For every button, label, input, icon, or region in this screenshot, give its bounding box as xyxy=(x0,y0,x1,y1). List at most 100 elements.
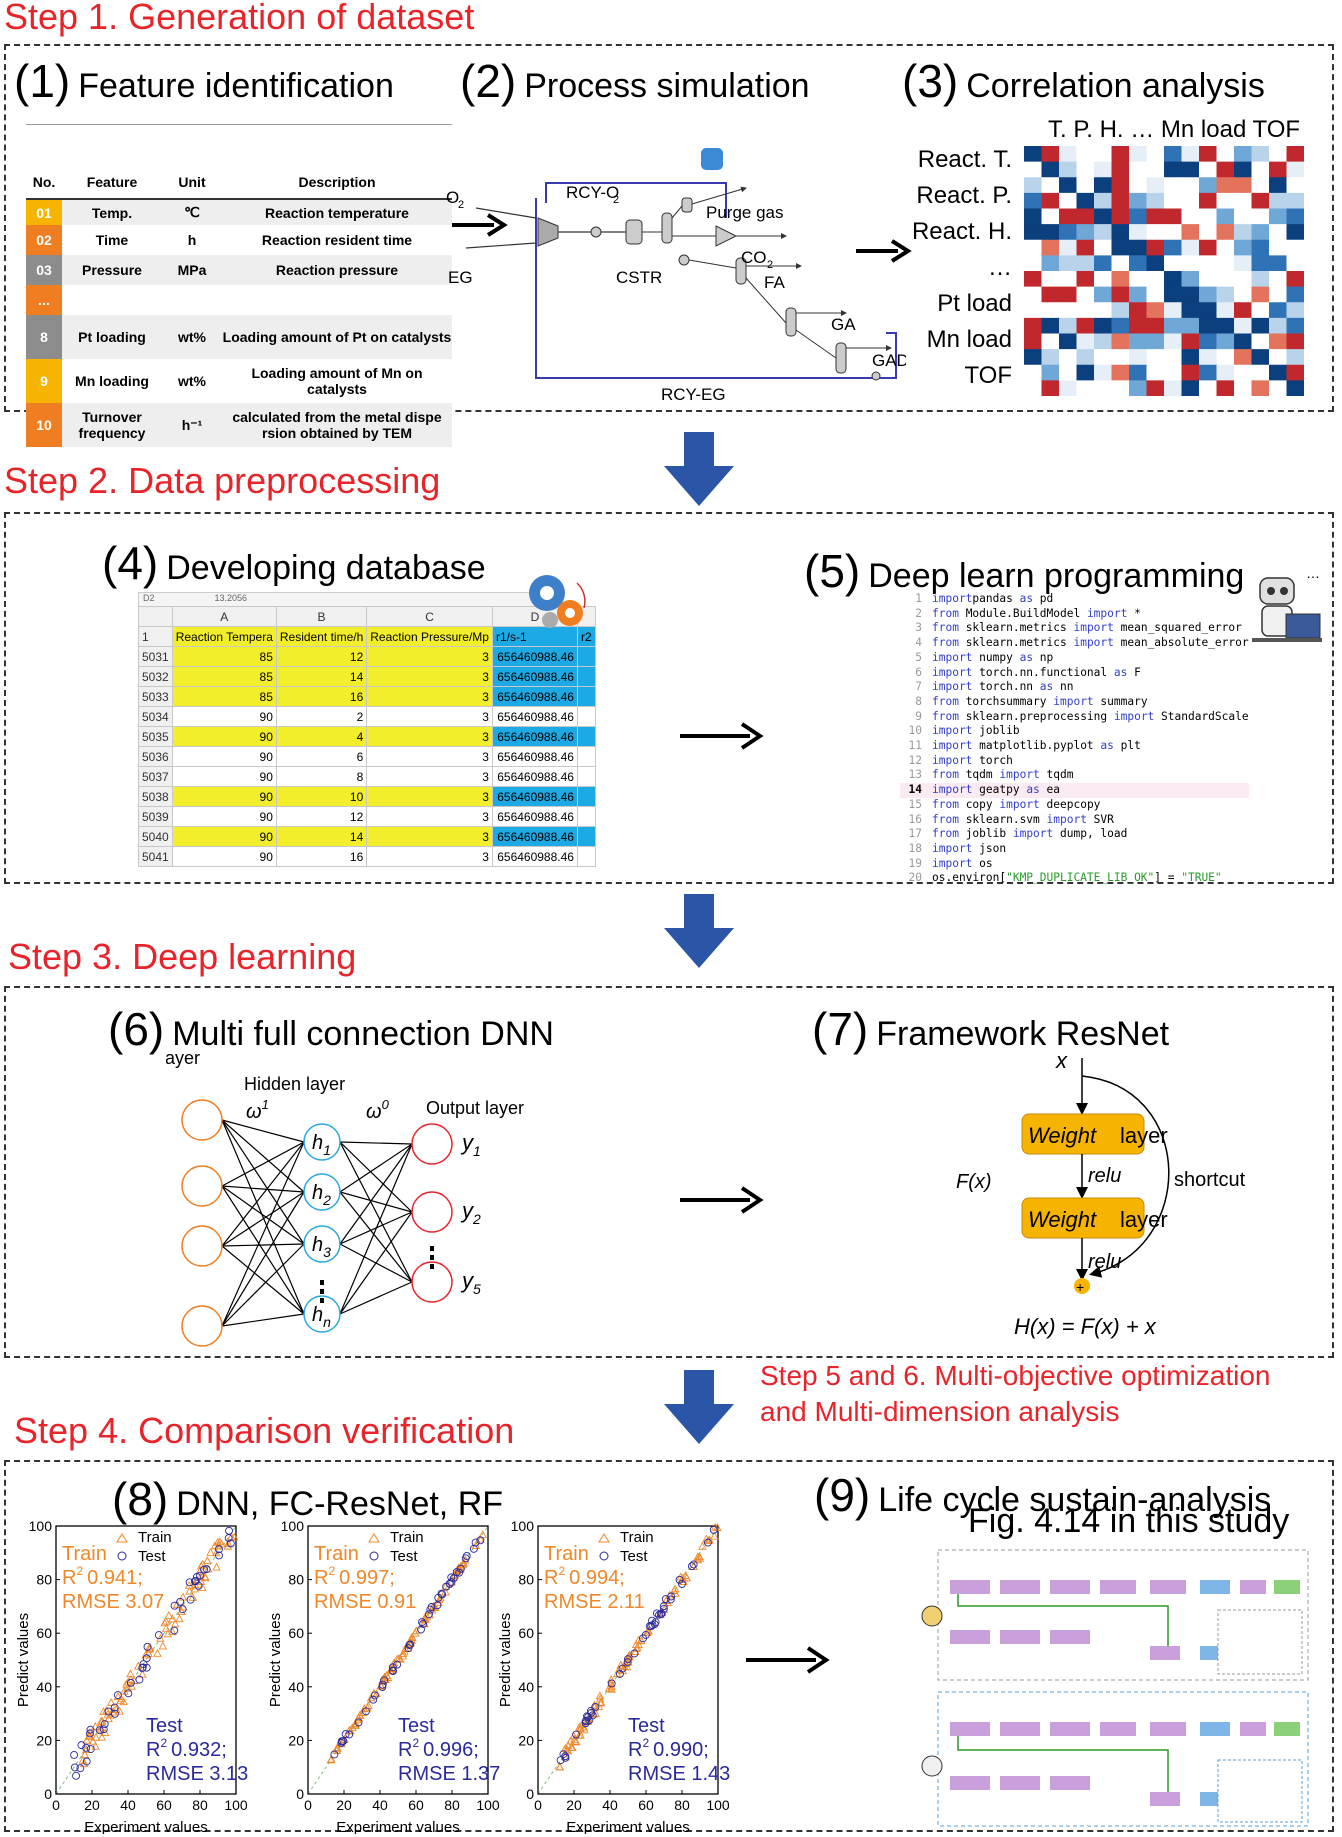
test-point xyxy=(424,1610,433,1619)
test-point xyxy=(178,1605,187,1614)
step3-title: Step 3. Deep learning xyxy=(8,936,357,977)
heatmap-cell xyxy=(1059,177,1077,194)
excel-cell: 5040 xyxy=(138,826,173,847)
panel1-title: (1)Feature identification xyxy=(14,55,394,107)
arrow-right-1 xyxy=(452,213,508,237)
test-point xyxy=(675,1575,684,1584)
heatmap-cell xyxy=(1251,302,1270,319)
panel5-title: (5)Deep learn programming xyxy=(804,545,1245,597)
train-annotation: Train xyxy=(62,1543,107,1565)
heatmap-cell xyxy=(1094,239,1112,256)
label-rcy-o2: RCY-O xyxy=(566,183,619,202)
test-point xyxy=(393,1660,402,1669)
hidden-layer-label: Hidden layer xyxy=(244,1074,345,1094)
heatmap-cell xyxy=(1286,317,1304,334)
train-point xyxy=(78,1755,88,1764)
output-node xyxy=(411,1191,453,1233)
label-rcy-eg: RCY-EG xyxy=(661,385,726,404)
heatmap-cell xyxy=(1269,255,1287,272)
heatmap-cell xyxy=(1076,255,1095,272)
heatmap-cell xyxy=(1094,302,1112,319)
x-tick-label: 40 xyxy=(602,1797,618,1813)
test-point xyxy=(170,1626,179,1635)
heatmap-cell xyxy=(1286,286,1304,303)
test-point xyxy=(70,1763,79,1772)
excel-cell: 5033 xyxy=(138,686,173,707)
lca-figure-thumbnail xyxy=(921,1549,1309,1827)
heatmap-cell xyxy=(1024,286,1042,303)
heatmap-cell xyxy=(1076,146,1095,163)
heatmap-cell xyxy=(1234,271,1252,288)
cell-no: 02 xyxy=(26,225,62,255)
train-point xyxy=(116,1696,125,1705)
heatmap-cell xyxy=(1094,146,1112,163)
heatmap-cell xyxy=(1024,333,1042,350)
excel-cell: 12 xyxy=(275,806,368,827)
test-point xyxy=(588,1711,597,1720)
excel-cell: 90 xyxy=(171,786,277,807)
train-point xyxy=(595,1691,605,1700)
test-point xyxy=(138,1664,147,1673)
cell-feature: Pt loading xyxy=(62,315,162,359)
test-point xyxy=(370,1691,379,1700)
heatmap-cell xyxy=(1164,333,1182,350)
heatmap-cell xyxy=(1041,333,1060,350)
step2-title: Step 2. Data preprocessing xyxy=(4,460,441,501)
heatmap-cell xyxy=(1181,349,1200,366)
test-point xyxy=(345,1730,354,1739)
heatmap-cell xyxy=(1216,333,1235,350)
heatmap-cell xyxy=(1164,380,1182,396)
train-point xyxy=(115,1706,124,1715)
heatmap-cell xyxy=(1059,317,1077,334)
heatmap-cell xyxy=(1129,255,1147,272)
heatmap-cell xyxy=(1076,333,1095,350)
train-point xyxy=(80,1750,90,1759)
cell-desc: calculated from the metal dispe rsion ob… xyxy=(222,403,452,447)
svg-text:2: 2 xyxy=(458,199,464,211)
excel-cell: 16 xyxy=(275,846,368,867)
excel-cell xyxy=(576,666,596,687)
train-point xyxy=(160,1618,169,1627)
heatmap-cell xyxy=(1251,286,1270,303)
test-point xyxy=(70,1750,79,1759)
heatmap-cell xyxy=(1094,161,1112,178)
heatmap-cell xyxy=(1146,349,1165,366)
svg-text:R20.990;: R20.990; xyxy=(628,1736,709,1761)
cell-no: ... xyxy=(26,285,62,315)
excel-cell: 656460988.46 xyxy=(491,686,578,707)
heatmap-cell xyxy=(1164,177,1182,194)
excel-cell xyxy=(576,766,596,787)
svg-text:…: … xyxy=(1306,565,1320,581)
heatmap-cell xyxy=(1041,286,1060,303)
input-layer-label: Input layer xyxy=(166,1048,200,1068)
heatmap-cell xyxy=(1024,192,1042,209)
heatmap-cell xyxy=(1164,208,1182,225)
excel-cell xyxy=(576,686,596,707)
excel-cell: 90 xyxy=(171,806,277,827)
test-point xyxy=(202,1565,211,1574)
weight-layer-2 xyxy=(1021,1197,1145,1239)
heatmap-cell xyxy=(1059,224,1077,241)
excel-cell: 90 xyxy=(171,826,277,847)
excel-cell: 3 xyxy=(366,686,493,707)
heatmap-cell xyxy=(1234,208,1252,225)
svg-text:RMSE 2.11: RMSE 2.11 xyxy=(544,1591,645,1613)
train-point xyxy=(91,1741,100,1750)
heatmap-cell xyxy=(1111,302,1130,319)
train-point xyxy=(358,1707,368,1716)
label-eg: EG xyxy=(448,268,473,287)
excel-cell: 656460988.46 xyxy=(491,846,578,867)
heatmap-cell xyxy=(1076,239,1095,256)
heatmap-cell xyxy=(1024,364,1042,381)
resnet-diagram: x Weight layer relu F(x) Weight layer re… xyxy=(956,1048,1246,1339)
excel-cell xyxy=(576,646,596,667)
test-point xyxy=(330,1750,339,1759)
table-top-rule xyxy=(26,124,452,125)
heatmap-cell xyxy=(1286,239,1304,256)
test-point xyxy=(110,1703,119,1712)
